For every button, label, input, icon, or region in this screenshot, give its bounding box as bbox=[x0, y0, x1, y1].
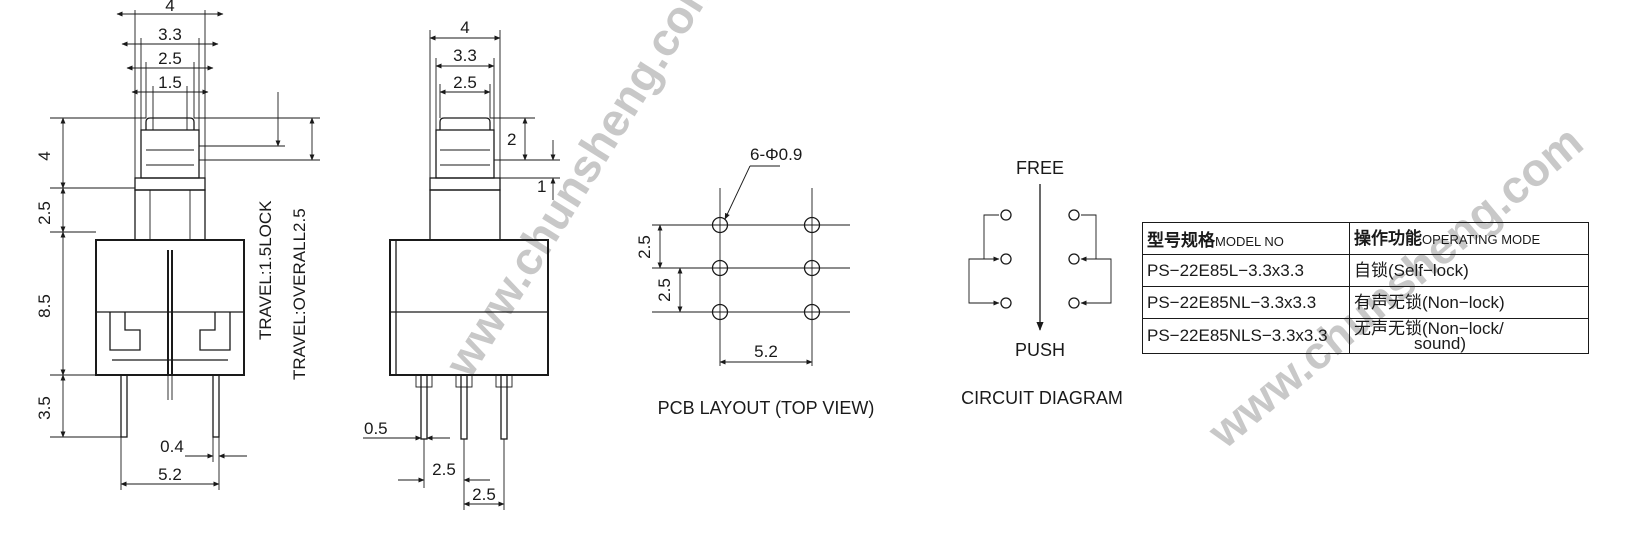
header-model-en: MODEL NO bbox=[1215, 234, 1284, 249]
contact-terminal bbox=[1068, 209, 1080, 221]
model-table: 型号规格MODEL NO 操作功能OPERATING MODE PS−22E85… bbox=[1142, 222, 1589, 354]
pcb-caption: PCB LAYOUT (TOP VIEW) bbox=[658, 398, 875, 418]
front-dim-pin-0-4: 0.4 bbox=[160, 437, 184, 456]
pcb-layout: 6-Φ0.9 2.5 2.5 5.2 PCB LAYOUT (TOP VIEW) bbox=[635, 145, 874, 418]
front-dim-height-8-5: 8.5 bbox=[35, 294, 54, 318]
watermark-left: www.chunsheng.com bbox=[434, 0, 728, 386]
pcb-hole-label: 6-Φ0.9 bbox=[750, 145, 802, 164]
table-header-row: 型号规格MODEL NO 操作功能OPERATING MODE bbox=[1142, 222, 1589, 255]
front-dim-width-4: 4 bbox=[165, 0, 174, 15]
travel-lock-label: TRAVEL:1.5LOCK bbox=[256, 200, 275, 340]
pcb-hole bbox=[803, 216, 821, 234]
front-dim-pitch-5-2: 5.2 bbox=[158, 465, 182, 484]
header-model-cell: 型号规格MODEL NO bbox=[1142, 222, 1350, 255]
pcb-dim-5-2: 5.2 bbox=[754, 342, 778, 361]
side-dim-1: 1 bbox=[537, 177, 546, 196]
table-row: PS−22E85NL−3.3x3.3 有声无锁(Non−lock) bbox=[1142, 286, 1589, 319]
side-dim-pitch-2-5-a: 2.5 bbox=[432, 460, 456, 479]
circuit-push-label: PUSH bbox=[1015, 340, 1065, 360]
front-dim-width-2-5: 2.5 bbox=[158, 49, 182, 68]
pcb-hole bbox=[803, 259, 821, 277]
table-row: PS−22E85NLS−3.3x3.3 无声无锁(Non−lock/ sound… bbox=[1142, 318, 1589, 354]
header-mode-en: OPERATING MODE bbox=[1422, 231, 1541, 247]
front-dim-width-1-5: 1.5 bbox=[158, 73, 182, 92]
contact-terminal bbox=[1068, 253, 1080, 265]
pcb-hole bbox=[711, 303, 729, 321]
pcb-dim-2-5-a: 2.5 bbox=[635, 235, 654, 259]
contact-terminal bbox=[1068, 297, 1080, 309]
model-cell: PS−22E85NL−3.3x3.3 bbox=[1142, 286, 1350, 319]
side-dim-2: 2 bbox=[507, 130, 516, 149]
mode-cell: 自锁(Self−lock) bbox=[1349, 254, 1589, 287]
circuit-free-label: FREE bbox=[1016, 158, 1064, 178]
circuit-diagram: FREE PUSH CIRCUIT DIAGRAM bbox=[961, 158, 1123, 408]
side-dim-width-4: 4 bbox=[460, 18, 469, 37]
pcb-hole bbox=[803, 303, 821, 321]
contact-terminal bbox=[1000, 209, 1012, 221]
header-mode-cell: 操作功能OPERATING MODE bbox=[1349, 222, 1589, 255]
table-row: PS−22E85L−3.3x3.3 自锁(Self−lock) bbox=[1142, 254, 1589, 287]
side-view: 4 3.3 2.5 2 1 0.5 2.5 2.5 bbox=[363, 18, 560, 510]
front-dim-height-4: 4 bbox=[35, 151, 54, 160]
side-dim-pin-0-5: 0.5 bbox=[364, 419, 388, 438]
circuit-caption: CIRCUIT DIAGRAM bbox=[961, 388, 1123, 408]
mode-line-1: 无声无锁(Non−lock/ bbox=[1354, 319, 1504, 338]
side-dim-width-2-5: 2.5 bbox=[453, 73, 477, 92]
pcb-grid-lines bbox=[652, 188, 850, 366]
mode-cell: 无声无锁(Non−lock/ sound) bbox=[1349, 318, 1589, 354]
front-view: 4 3.3 2.5 1.5 4 2.5 8.5 3.5 TRAVEL:1.5LO… bbox=[35, 0, 320, 490]
header-model-cn: 型号规格 bbox=[1147, 231, 1215, 250]
pcb-dim-2-5-b: 2.5 bbox=[655, 278, 674, 302]
model-cell: PS−22E85NLS−3.3x3.3 bbox=[1142, 318, 1350, 354]
header-mode-cn: 操作功能 bbox=[1354, 228, 1422, 248]
side-dim-pitch-2-5-b: 2.5 bbox=[472, 485, 496, 504]
model-cell: PS−22E85L−3.3x3.3 bbox=[1142, 254, 1350, 287]
pcb-hole bbox=[711, 259, 729, 277]
travel-overall-label: TRAVEL:OVERALL2.5 bbox=[290, 208, 309, 380]
mode-line-2: sound) bbox=[1414, 334, 1466, 353]
mode-cell: 有声无锁(Non−lock) bbox=[1349, 286, 1589, 319]
front-dim-height-3-5: 3.5 bbox=[35, 396, 54, 420]
pcb-hole bbox=[711, 216, 729, 234]
side-dim-width-3-3: 3.3 bbox=[453, 46, 477, 65]
front-dim-height-2-5: 2.5 bbox=[35, 201, 54, 225]
front-dim-width-3-3: 3.3 bbox=[158, 25, 182, 44]
contact-terminal bbox=[1000, 253, 1012, 265]
contact-terminal bbox=[1000, 297, 1012, 309]
